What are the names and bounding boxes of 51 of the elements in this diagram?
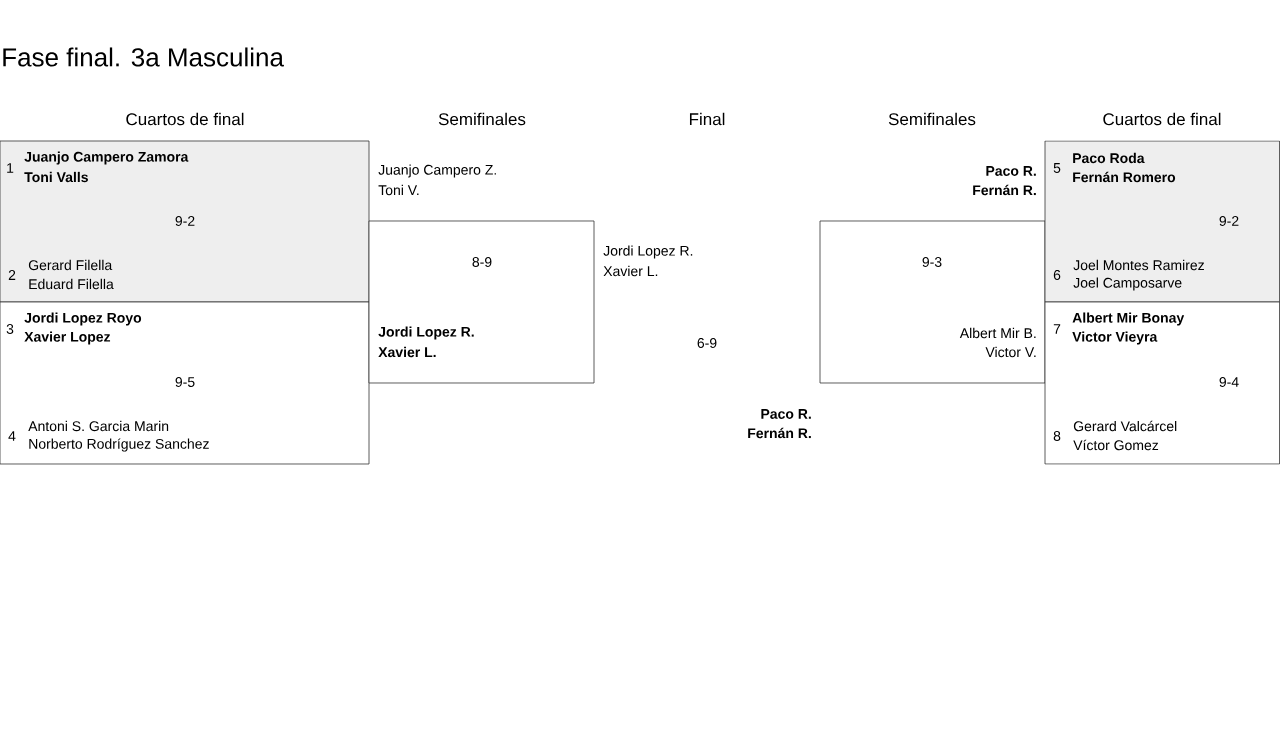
match-score: 9-2 [175, 216, 195, 226]
seed-number: 3 [6, 324, 14, 334]
column-heading: Final [690, 112, 725, 126]
seed-number: 7 [1053, 324, 1061, 334]
match-box [1044, 301, 1280, 465]
player-name: Gerard Valcárcel [1073, 420, 1177, 432]
match-score: 6-9 [697, 338, 717, 348]
player-name: Fernán R. [748, 427, 811, 439]
player-name: Gerard Filella [28, 259, 113, 271]
match-score: 9-2 [1219, 216, 1239, 226]
player-name: Albert Mir Bonay [1072, 312, 1185, 326]
column-heading: Semifinales [438, 112, 526, 126]
player-name: Antoni S. Garcia Marin [28, 420, 169, 432]
player-name: Eduard Filella [29, 278, 114, 290]
player-name: Albert Mir B. [959, 327, 1036, 339]
match-box [0, 140, 370, 303]
player-name: Xavier Lopez [24, 331, 111, 345]
seed-number: 2 [8, 270, 16, 280]
player-name: Xavier L. [378, 346, 436, 358]
player-name: Joel Camposarve [1073, 277, 1182, 291]
player-name: Toni V. [378, 184, 419, 196]
match-score: 9-5 [175, 377, 195, 387]
player-name: Paco R. [986, 166, 1036, 176]
match-score: 8-9 [472, 257, 492, 267]
seed-number: 4 [8, 431, 16, 441]
match-box [819, 166, 1046, 384]
title: Fase final. 3a Masculina [3, 47, 284, 67]
match-box [368, 164, 595, 384]
seed-number: 6 [1053, 270, 1061, 280]
player-name: Paco R. [761, 409, 811, 419]
player-name: Paco Roda [1073, 152, 1145, 164]
player-name: Jordi Lopez R. [378, 326, 474, 340]
match-score: 9-4 [1219, 377, 1239, 387]
player-name: Víctor Gomez [1073, 439, 1159, 451]
player-name: Joel Montes Ramirez [1073, 259, 1204, 271]
player-name: Victor Vieyra [1072, 331, 1158, 345]
player-name: Norberto Rodríguez Sanchez [29, 438, 209, 452]
player-name: Juanjo Campero Z. [378, 164, 496, 178]
seed-number: 1 [7, 163, 14, 173]
match-score: 9-3 [922, 257, 942, 267]
player-name: Fernán R. [973, 184, 1036, 196]
player-name: Juanjo Campero Zamora [24, 151, 189, 165]
player-name: Victor V. [985, 346, 1036, 358]
match-box [0, 301, 370, 465]
player-name: Jordi Lopez Royo [24, 312, 142, 326]
seed-number: 8 [1053, 431, 1061, 441]
player-name: Fernán Romero [1073, 171, 1176, 183]
match-box [1044, 140, 1280, 303]
player-name: Toni Valls [24, 171, 88, 183]
column-heading: Semifinales [888, 112, 976, 126]
seed-number: 5 [1053, 163, 1061, 173]
